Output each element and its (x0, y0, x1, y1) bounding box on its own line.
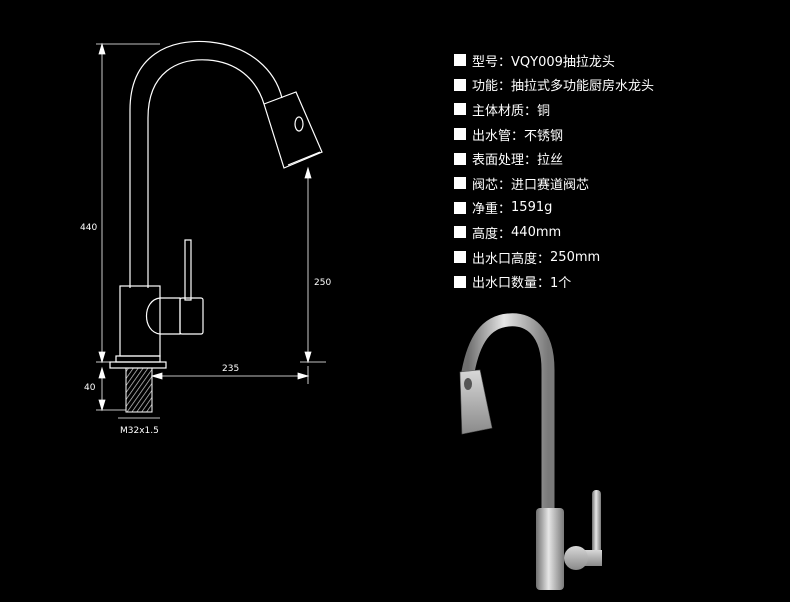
spec-item: 出水口数量：1个 (454, 269, 654, 294)
spec-item: 型号：VQY009抽拉龙头 (454, 48, 654, 73)
spec-separator: ： (511, 128, 525, 144)
spec-separator: ： (498, 177, 512, 193)
spec-value: VQY009抽拉龙头 (511, 54, 615, 70)
square-bullet-icon (454, 177, 466, 190)
spec-value: 1个 (550, 276, 572, 292)
spec-value: 不锈钢 (524, 128, 564, 144)
spec-label: 型号 (472, 54, 499, 70)
spec-label: 表面处理 (472, 153, 525, 169)
square-bullet-icon (454, 275, 466, 288)
spec-separator: ： (524, 153, 538, 169)
square-bullet-icon (454, 54, 466, 67)
spec-label: 阀芯 (472, 177, 499, 193)
spec-item: 净重：1591g (454, 196, 654, 221)
spout-outline-inner (147, 59, 265, 288)
spout-height-dimension-label: 250 (314, 278, 331, 288)
faucet-product-photo (459, 313, 602, 590)
spec-value: 440mm (511, 224, 562, 240)
threaded-shank (125, 367, 153, 413)
spec-value: 抽拉式多功能厨房水龙头 (511, 79, 655, 95)
thread-size-label: M32x1.5 (120, 426, 159, 436)
spec-label: 功能 (472, 79, 499, 95)
spec-label: 出水口高度 (472, 251, 538, 267)
faucet-body (119, 285, 161, 357)
spec-separator: ： (498, 226, 512, 242)
spec-item: 高度：440mm (454, 220, 654, 245)
spec-separator: ： (524, 103, 538, 119)
base-dimension-label: 40 (84, 383, 96, 393)
spec-item: 功能：抽拉式多功能厨房水龙头 (454, 73, 654, 98)
spec-separator: ： (498, 79, 512, 95)
spec-value: 250mm (550, 249, 601, 265)
spec-label: 净重 (472, 202, 499, 218)
spec-separator: ： (498, 202, 512, 218)
square-bullet-icon (454, 103, 466, 116)
spout-outline-outer (129, 40, 283, 288)
square-bullet-icon (454, 78, 466, 91)
spec-label: 主体材质 (472, 103, 525, 119)
spec-value: 铜 (537, 103, 551, 119)
spec-separator: ： (537, 251, 551, 267)
faucet-technical-drawing: 440 250 235 40 M32x1.5 (80, 40, 331, 436)
square-bullet-icon (454, 226, 466, 239)
spec-item: 阀芯：进口赛道阀芯 (454, 171, 654, 196)
spec-item: 出水管：不锈钢 (454, 122, 654, 147)
spec-label: 出水口数量 (472, 276, 538, 292)
spec-label: 出水管 (472, 128, 512, 144)
spec-list: 型号：VQY009抽拉龙头功能：抽拉式多功能厨房水龙头主体材质：铜出水管：不锈钢… (454, 48, 654, 294)
spec-item: 主体材质：铜 (454, 97, 654, 122)
square-bullet-icon (454, 128, 466, 141)
spec-item: 表面处理：拉丝 (454, 146, 654, 171)
handle-lever (184, 239, 192, 301)
spec-label: 高度 (472, 226, 499, 242)
spec-separator: ： (537, 276, 551, 292)
spec-value: 1591g (511, 200, 553, 216)
spec-value: 拉丝 (537, 153, 564, 169)
square-bullet-icon (454, 152, 466, 165)
spec-value: 进口赛道阀芯 (511, 177, 590, 193)
base-flange (115, 355, 161, 363)
square-bullet-icon (454, 251, 466, 264)
spec-item: 出水口高度：250mm (454, 245, 654, 270)
square-bullet-icon (454, 201, 466, 214)
spec-separator: ： (498, 54, 512, 70)
height-dimension-label: 440 (80, 223, 97, 233)
reach-dimension-label: 235 (222, 364, 239, 374)
spray-head (263, 91, 323, 169)
